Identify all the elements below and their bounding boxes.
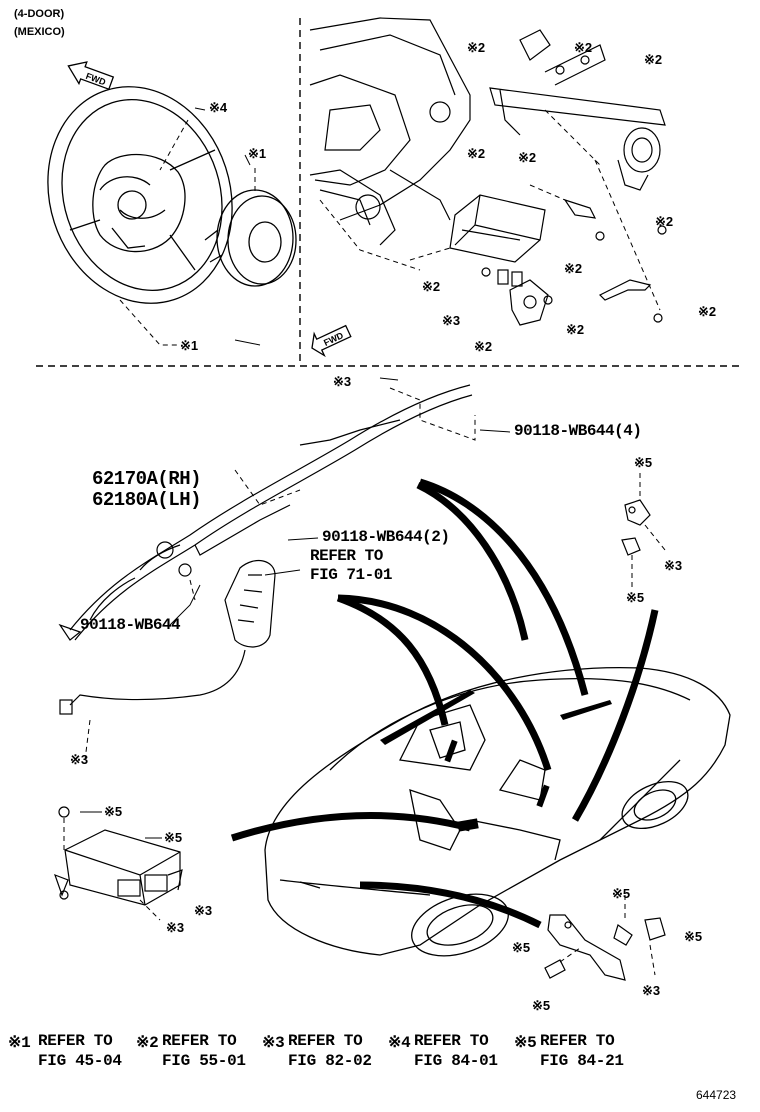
legend-mark-1: ※1 [8,1034,31,1052]
marker-ref: ※3 [194,903,213,918]
legend-refer-1: REFER TO [38,1032,113,1050]
part-number-curtain-airbag-rh[interactable]: 62170A(RH) [92,468,202,490]
marker-ref: ※5 [684,929,703,944]
marker-ref: ※5 [104,804,123,819]
marker-ref: ※1 [180,338,199,353]
steering-wheel-drawing [47,86,233,304]
marker-ref: ※2 [564,261,583,276]
marker-ref: ※2 [698,304,717,319]
drawing-number: 644723 [696,1088,737,1102]
legend-refer-3: REFER TO [288,1032,363,1050]
curtain-airbag-drawing [58,384,473,641]
legend-mark-2: ※2 [136,1034,159,1052]
legend-refer-5: REFER TO [540,1032,615,1050]
marker-ref: ※4 [209,100,228,115]
marker-ref: ※5 [634,455,653,470]
fwd-arrow-icon: FWD [67,61,115,91]
legend-refer-4: REFER TO [414,1032,489,1050]
legend-fig-1[interactable]: FIG 45-04 [38,1052,122,1070]
legend-refer-2: REFER TO [162,1032,237,1050]
marker-ref: ※3 [166,920,185,935]
part-number-curtain-airbag-lh[interactable]: 62180A(LH) [92,489,202,511]
marker-ref: ※2 [574,40,593,55]
legend-mark-3: ※3 [262,1034,285,1052]
marker-ref: ※3 [333,374,352,389]
marker-ref: ※5 [532,998,551,1013]
legend-mark-5: ※5 [514,1034,537,1052]
marker-ref: ※3 [642,983,661,998]
legend-mark-4: ※4 [388,1034,411,1052]
location-leader-lines [230,478,659,929]
marker-ref: ※2 [422,279,441,294]
marker-ref: ※5 [612,886,631,901]
side-airbag-drawing [59,559,276,715]
refer-label-line1: REFER TO [310,547,383,565]
part-number-bolt-2[interactable]: 90118-WB644(2) [322,528,450,546]
airbag-sensor-module-drawing [54,806,183,906]
part-number-bolt-4[interactable]: 90118-WB644(4) [514,422,642,440]
instrument-panel-drawing [309,17,471,246]
passenger-airbag-drawing [449,194,549,326]
marker-ref: ※2 [467,146,486,161]
marker-ref: ※2 [655,214,674,229]
marker-ref: ※3 [70,752,89,767]
legend-fig-3[interactable]: FIG 82-02 [288,1052,372,1070]
marker-ref: ※2 [474,339,493,354]
marker-ref: ※1 [248,146,267,161]
side-sensor-drawing [621,499,651,556]
header-region: (MEXICO) [14,26,65,38]
marker-ref: ※2 [566,322,585,337]
fwd-arrow-icon: FWD [311,324,352,358]
marker-ref: ※5 [626,590,645,605]
marker-ref: ※5 [164,830,183,845]
horn-pad-module-drawing [204,189,297,287]
sensor-bracket-drawing [544,914,666,981]
part-number-bolt-1[interactable]: 90118-WB644 [80,616,181,634]
legend-fig-2[interactable]: FIG 55-01 [162,1052,246,1070]
refer-label-line2[interactable]: FIG 71-01 [310,566,392,584]
curtain-airbag-location-marks [380,690,612,832]
bracket-drawings [481,198,667,323]
marker-ref: ※2 [518,150,537,165]
marker-ref: ※3 [442,313,461,328]
legend-fig-5[interactable]: FIG 84-21 [540,1052,624,1070]
marker-ref: ※3 [664,558,683,573]
header-body-type: (4-DOOR) [14,8,65,20]
marker-ref: ※2 [644,52,663,67]
marker-ref: ※5 [512,940,531,955]
section-dividers [36,18,740,367]
legend-fig-4[interactable]: FIG 84-01 [414,1052,498,1070]
steering-support-beam-drawing [489,29,666,191]
marker-ref: ※2 [467,40,486,55]
